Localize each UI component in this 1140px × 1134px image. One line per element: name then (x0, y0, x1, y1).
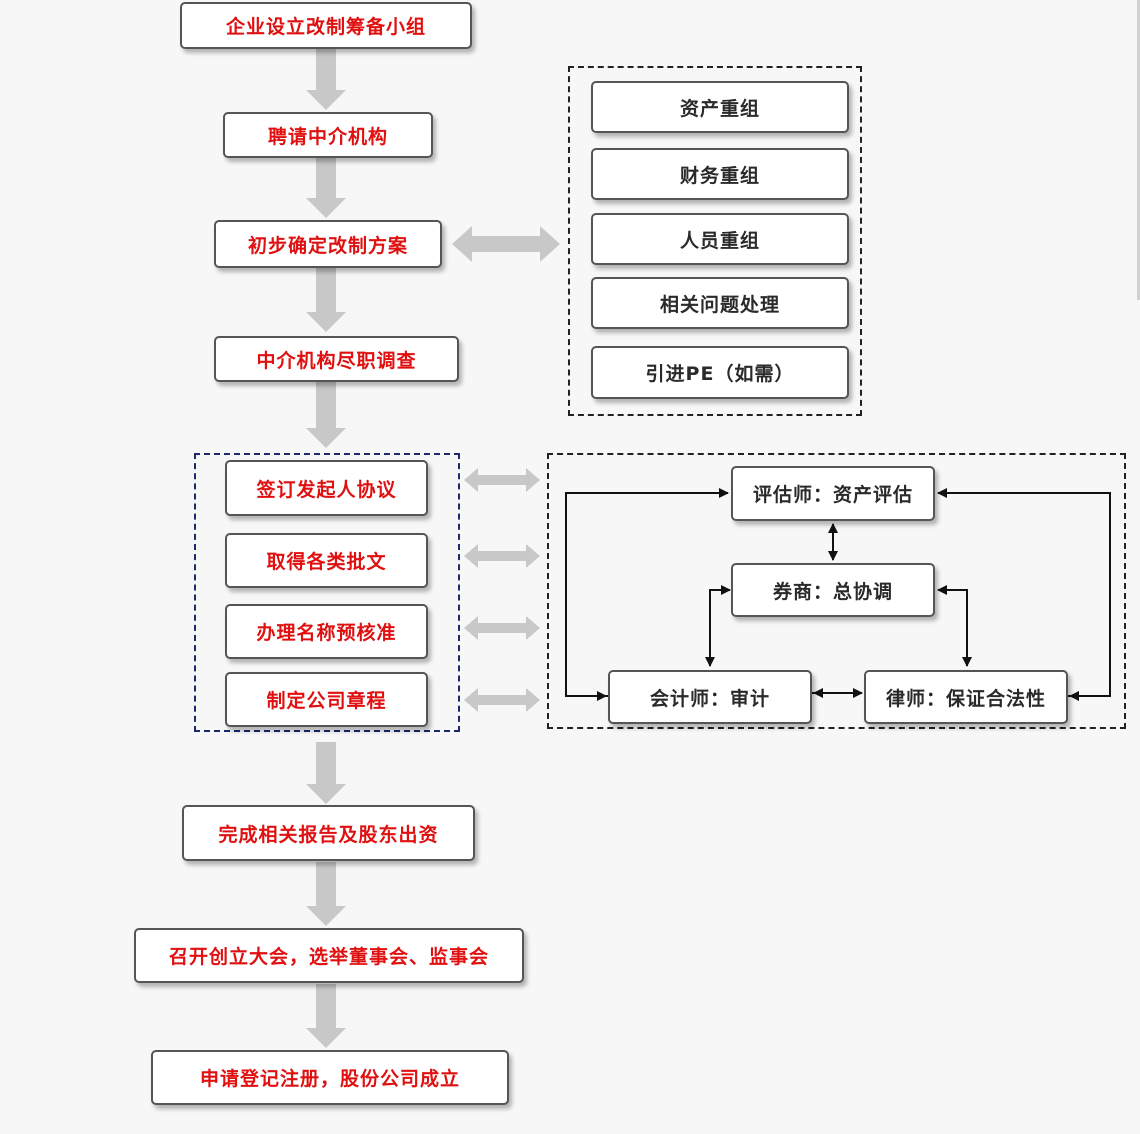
restructure-related-issues: 相关问题处理 (591, 277, 849, 329)
intermediaries-group (547, 453, 1126, 729)
broker-accountant-up (709, 585, 731, 600)
double-arrow-proc-3 (464, 616, 540, 640)
step-reports-capital: 完成相关报告及股东出资 (182, 805, 475, 861)
procedures-group (194, 453, 460, 732)
down-arrow-7 (306, 984, 346, 1048)
down-arrow-6 (306, 862, 346, 926)
restructure-introduce-pe: 引进PE（如需） (591, 346, 849, 399)
restructure-finance: 财务重组 (591, 148, 849, 200)
restructure-personnel: 人员重组 (591, 213, 849, 265)
double-arrow-proc-4 (464, 688, 540, 712)
step-prep-team: 企业设立改制筹备小组 (180, 2, 472, 49)
down-arrow-2 (306, 158, 346, 218)
intermediary-appraiser: 评估师：资产评估 (731, 466, 935, 521)
proc-obtain-approvals: 取得各类批文 (225, 533, 428, 588)
double-arrow-proc-1 (464, 468, 540, 492)
step-preliminary-plan: 初步确定改制方案 (214, 220, 442, 268)
restructure-assets: 资产重组 (591, 81, 849, 133)
double-arrow-proc-2 (464, 544, 540, 568)
intermediary-connectors (565, 488, 1111, 701)
down-arrow-4 (306, 382, 346, 448)
main-flow-arrows (306, 48, 346, 1048)
intermediary-lawyer: 律师：保证合法性 (864, 670, 1068, 724)
step-registration: 申请登记注册，股份公司成立 (151, 1050, 509, 1105)
broker-lawyer-up (937, 585, 968, 600)
double-arrow-plan (452, 226, 560, 262)
proc-sponsor-agreement: 签订发起人协议 (225, 460, 428, 516)
restructure-group (568, 66, 862, 416)
down-arrow-5 (306, 742, 346, 804)
step-due-diligence: 中介机构尽职调查 (214, 336, 459, 382)
down-arrow-1 (306, 48, 346, 110)
proc-articles-of-association: 制定公司章程 (225, 672, 428, 727)
down-arrow-3 (306, 268, 346, 332)
proc-name-preapproval: 办理名称预核准 (225, 604, 428, 659)
intermediary-broker: 券商：总协调 (731, 563, 935, 617)
intermediary-accountant: 会计师：审计 (608, 670, 812, 724)
scrollbar[interactable] (1137, 0, 1140, 300)
double-arrows (452, 226, 560, 712)
step-hire-intermediaries: 聘请中介机构 (223, 112, 433, 158)
step-founding-meeting: 召开创立大会，选举董事会、监事会 (134, 928, 524, 983)
